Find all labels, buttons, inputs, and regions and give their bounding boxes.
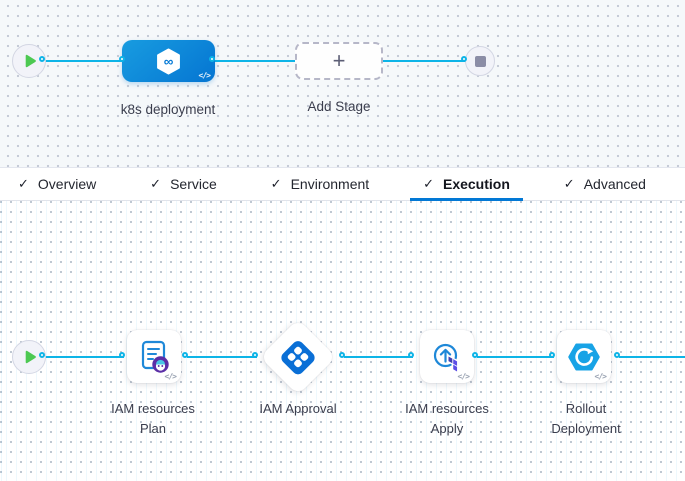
connector-point xyxy=(549,352,555,358)
play-icon xyxy=(25,54,36,68)
tab-label: Advanced xyxy=(583,176,646,192)
tab-execution[interactable]: ✓ Execution xyxy=(410,168,523,201)
plus-icon: + xyxy=(332,48,346,73)
check-icon: ✓ xyxy=(18,176,29,191)
tab-environment[interactable]: ✓ Environment xyxy=(258,168,383,200)
step-label: IAM Approval xyxy=(259,401,337,416)
connector-point xyxy=(119,352,125,358)
step-label: IAM resources Plan xyxy=(111,401,195,437)
connector-point xyxy=(408,352,414,358)
connector-line xyxy=(44,60,124,62)
connector-point xyxy=(252,352,258,358)
stage-label: k8s deployment xyxy=(120,102,216,117)
stage-config-tabs: ✓ Overview ✓ Service ✓ Environment ✓ Exe… xyxy=(0,167,685,201)
connector-line xyxy=(344,356,413,358)
tab-label: Overview xyxy=(37,176,97,192)
connector-line xyxy=(44,356,124,358)
connector-line xyxy=(215,60,295,62)
code-icon: </> xyxy=(198,71,211,80)
step-label: IAM resources Apply xyxy=(405,401,489,437)
check-icon: ✓ xyxy=(270,176,282,191)
terraform-apply-icon xyxy=(433,343,459,373)
connector-point xyxy=(182,352,188,358)
check-icon: ✓ xyxy=(150,176,162,191)
stage-node-k8s-deployment[interactable]: ∞ </> xyxy=(122,40,215,82)
k8s-rollout-icon xyxy=(568,343,600,370)
step-node-rollout-deployment[interactable]: </> xyxy=(557,330,611,383)
code-icon: </> xyxy=(457,372,470,381)
step-node-iam-resources-apply[interactable]: </> xyxy=(420,330,474,383)
connector-point xyxy=(39,56,45,62)
add-stage-label: Add Stage xyxy=(307,99,371,114)
connector-line xyxy=(383,60,466,62)
tab-service[interactable]: ✓ Service xyxy=(137,168,230,200)
tab-label: Execution xyxy=(442,176,510,192)
pipeline-end-node xyxy=(465,46,495,76)
check-icon: ✓ xyxy=(423,176,434,191)
connector-point xyxy=(461,56,467,62)
terraform-plan-icon xyxy=(141,340,169,373)
play-icon xyxy=(25,350,36,364)
check-icon: ✓ xyxy=(563,176,575,191)
stage-graph-canvas[interactable]: ∞ </> + k8s deployment Add Stage xyxy=(0,0,685,167)
connector-point xyxy=(614,352,620,358)
connector-point xyxy=(119,56,125,62)
step-label: Rollout Deployment xyxy=(551,401,621,437)
execution-graph-canvas[interactable]: </> </> xyxy=(0,201,685,481)
add-stage-button[interactable]: + xyxy=(295,42,383,80)
tab-label: Service xyxy=(170,176,217,192)
svg-text:∞: ∞ xyxy=(164,54,174,69)
tab-overview[interactable]: ✓ Overview xyxy=(5,168,109,200)
cd-stage-icon: ∞ xyxy=(157,48,180,74)
connector-line xyxy=(619,356,685,358)
connector-point xyxy=(472,352,478,358)
code-icon: </> xyxy=(164,372,177,381)
approval-icon xyxy=(278,337,318,377)
connector-point xyxy=(209,56,215,62)
connector-point xyxy=(39,352,45,358)
step-node-iam-resources-plan[interactable]: </> xyxy=(127,330,181,383)
tab-advanced[interactable]: ✓ Advanced xyxy=(551,168,659,200)
connector-line xyxy=(477,356,554,358)
tab-label: Environment xyxy=(290,176,370,192)
connector-point xyxy=(339,352,345,358)
stop-icon xyxy=(474,55,486,67)
code-icon: </> xyxy=(594,372,607,381)
step-node-iam-approval[interactable] xyxy=(259,318,337,396)
connector-line xyxy=(187,356,257,358)
